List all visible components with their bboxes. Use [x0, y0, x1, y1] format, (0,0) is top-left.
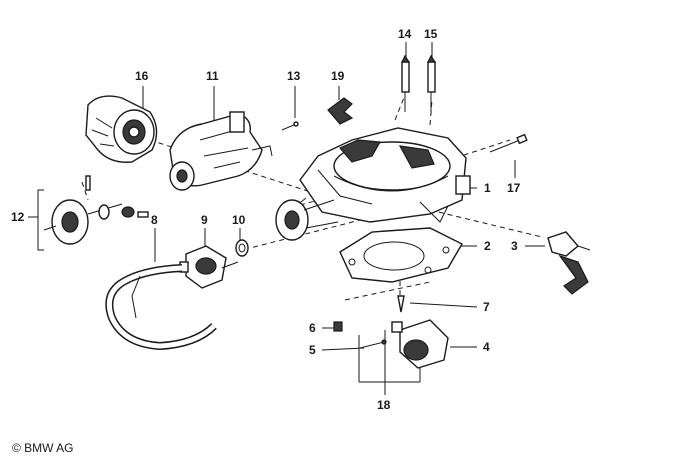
callout-11: 11 — [206, 69, 219, 83]
part-4-choke-cap — [391, 319, 449, 369]
callout-4: 4 — [483, 340, 490, 354]
part-15-jet — [427, 54, 437, 115]
part-accelerator-pump — [275, 199, 339, 241]
part-2-gasket — [339, 227, 463, 283]
part-3-throttle-lever — [547, 231, 591, 295]
callout-6: 6 — [309, 321, 316, 335]
callout-16: 16 — [135, 69, 149, 83]
callout-5: 5 — [309, 343, 316, 357]
part-7-needle — [397, 295, 405, 313]
callout-18: 18 — [377, 398, 391, 412]
callout-2: 2 — [484, 239, 491, 253]
part-16-pump — [85, 95, 158, 163]
callout-8: 8 — [151, 213, 158, 227]
part-12-thermostat-group — [43, 175, 149, 245]
part-1-carburetor-body — [291, 127, 471, 231]
part-5-pin — [359, 339, 387, 349]
part-11-choke-housing — [169, 111, 273, 191]
callout-labels: 1 2 3 4 5 6 7 8 9 10 11 12 13 14 15 16 1… — [11, 27, 521, 412]
callout-10: 10 — [232, 213, 246, 227]
callout-13: 13 — [287, 69, 301, 83]
callout-9: 9 — [201, 213, 208, 227]
callout-14: 14 — [398, 27, 412, 41]
copyright-notice: © BMW AG — [12, 441, 74, 455]
callout-3: 3 — [511, 239, 518, 253]
callout-7: 7 — [483, 300, 490, 314]
callout-19: 19 — [331, 69, 345, 83]
part-19-lever — [327, 97, 354, 125]
callout-17: 17 — [507, 181, 521, 195]
callout-12: 12 — [11, 210, 25, 224]
part-8-vacuum-hose — [105, 264, 217, 351]
callout-1: 1 — [484, 181, 491, 195]
part-9-vacuum-unit — [179, 245, 239, 289]
callout-15: 15 — [424, 27, 438, 41]
part-10-ring — [235, 239, 249, 257]
part-13-screw — [281, 121, 299, 131]
part-17-screw — [489, 133, 528, 153]
leader-lines — [28, 42, 545, 395]
part-6-nut — [333, 321, 343, 332]
part-14-jet — [401, 54, 411, 112]
